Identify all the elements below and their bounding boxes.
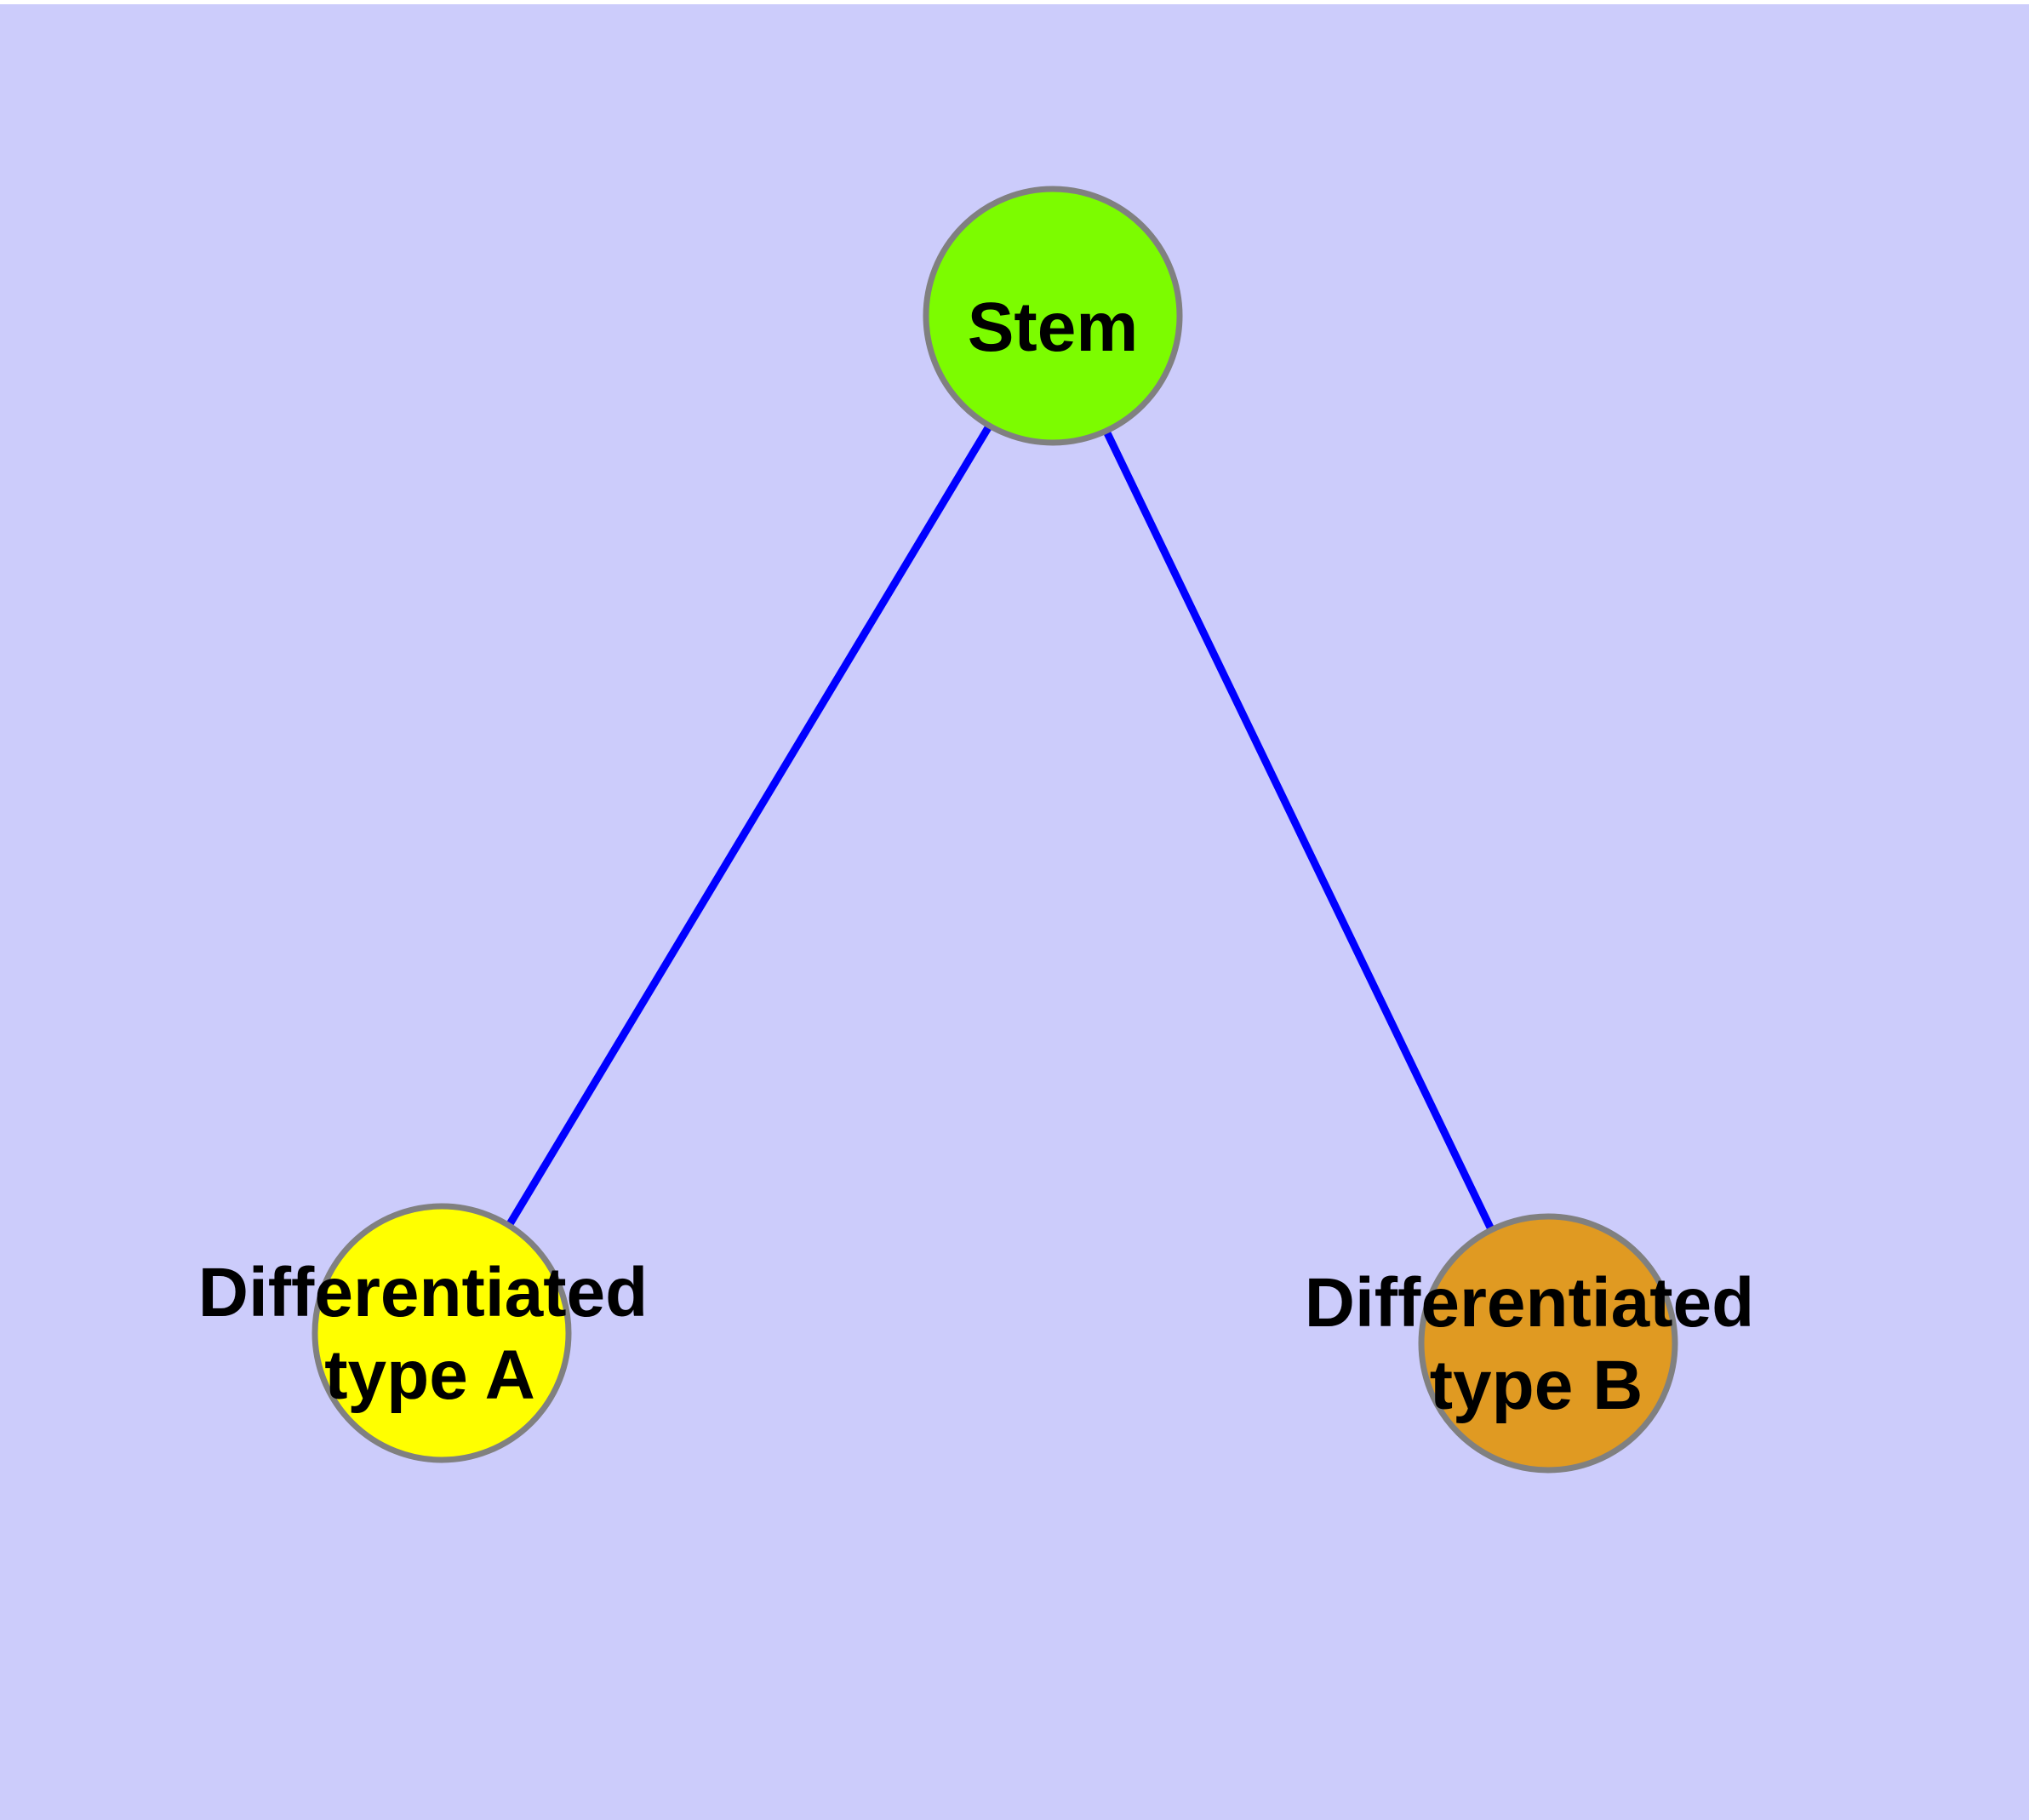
- node-differentiated-type-b[interactable]: Differentiated type B: [1305, 1213, 1755, 1474]
- node-layer: Stem Differentiated type A Differentiate…: [198, 186, 1755, 1474]
- edge-stem-to-differentiated-type-a[interactable]: [438, 318, 1056, 1340]
- node-differentiated-type-a[interactable]: Differentiated type A: [198, 1203, 649, 1463]
- node-differentiated-type-a-label-line-2: type A: [324, 1336, 535, 1414]
- node-differentiated-type-b-circle[interactable]: [1418, 1213, 1678, 1474]
- diagram-plot-area: Stem Differentiated type A Differentiate…: [0, 4, 2029, 1820]
- node-differentiated-type-b-label-line-2: type B: [1430, 1347, 1643, 1424]
- node-stem[interactable]: Stem: [923, 186, 1183, 446]
- edge-layer: [438, 318, 1552, 1349]
- node-stem-circle[interactable]: [923, 186, 1183, 446]
- edge-stem-to-differentiated-type-b[interactable]: [1049, 318, 1552, 1349]
- node-differentiated-type-a-circle[interactable]: [311, 1203, 572, 1463]
- graph-svg: Stem Differentiated type A Differentiate…: [198, 186, 1755, 1474]
- node-differentiated-type-a-label-line-1: Differentiated: [198, 1254, 649, 1331]
- node-stem-label: Stem: [968, 289, 1139, 366]
- node-differentiated-type-b-label-line-1: Differentiated: [1305, 1264, 1755, 1342]
